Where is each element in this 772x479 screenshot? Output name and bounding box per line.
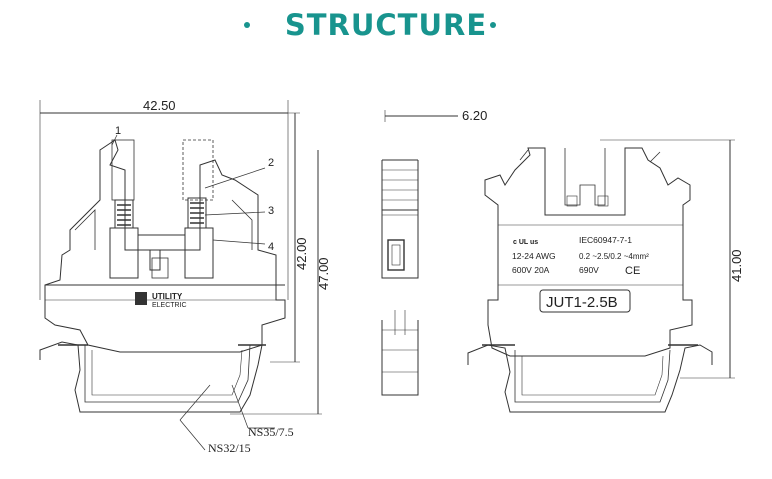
busbar — [138, 234, 186, 271]
model-number: JUT1-2.5B — [546, 294, 618, 311]
voltage-rating: 690V — [579, 265, 599, 275]
side-foot-slot — [382, 349, 419, 373]
front-din-foot — [39, 341, 263, 413]
screw-thread-left — [117, 204, 131, 226]
busbar-window — [151, 257, 169, 279]
rear-rail-outer — [514, 349, 671, 403]
wire-channel-right — [182, 139, 214, 201]
callout-3: 3 — [268, 205, 274, 217]
logo-line-1: UTILITY — [152, 292, 183, 301]
rear-housing — [484, 147, 693, 357]
screw-thread-right — [190, 202, 204, 224]
callout-leader-2 — [204, 167, 266, 189]
callout-leader-1 — [111, 134, 118, 146]
rating-label: c UL us IEC60947-7-1 12-24 AWG 0.2 ~2.5/… — [512, 235, 649, 277]
callout-1: 1 — [115, 125, 121, 137]
rail-label-1: NS35/7.5 — [248, 425, 294, 439]
iec-standard: IEC60947-7-1 — [579, 235, 632, 245]
side-window — [387, 239, 405, 271]
wire-sizes: 0.2 ~2.5/0.2 ~4mm² — [579, 252, 649, 261]
front-view: 42.50 42.00 47.00 UTILITY ELEC — [39, 98, 331, 455]
rear-top-slot — [564, 148, 606, 206]
rail-leader-2 — [179, 419, 206, 451]
callout-2: 2 — [268, 157, 274, 169]
page-title: STRUCTURE — [284, 8, 488, 42]
front-tab-right — [231, 199, 253, 250]
brand-logo: UTILITY ELECTRIC — [135, 292, 187, 309]
header-dot-right — [490, 22, 496, 28]
logo-line-2: ELECTRIC — [152, 302, 187, 309]
rail-leader-1 — [231, 384, 249, 429]
callout-4: 4 — [268, 241, 274, 253]
side-body-lines — [382, 214, 418, 279]
side-foot-detail — [382, 310, 418, 335]
callout-leader-3 — [204, 211, 266, 216]
current-rating: 600V 20A — [512, 265, 550, 275]
rear-height-dim: 41.00 — [729, 249, 744, 282]
model-plate — [539, 289, 631, 313]
rear-slot-square-left — [566, 195, 578, 207]
rail-leader-2b — [179, 384, 211, 421]
rail-label-2: NS32/15 — [208, 441, 251, 455]
clamp-left — [109, 227, 139, 279]
wire-channel-left — [111, 139, 135, 201]
side-width-dim: 6.20 — [462, 108, 487, 123]
rail-ns35 — [84, 344, 251, 403]
side-foot — [381, 320, 419, 396]
front-tab-left — [74, 209, 96, 250]
callout-leader-4 — [212, 239, 266, 245]
front-housing — [44, 139, 286, 353]
section-header: STRUCTURE — [0, 0, 772, 50]
logo-mark — [135, 292, 147, 305]
rear-rail-inner — [521, 355, 664, 396]
rear-view: 41.00 c UL us IEC60947-7-1 12-24 AWG 0.2… — [467, 139, 744, 413]
rail-ns32 — [91, 349, 243, 396]
rear-slot-square-right — [597, 195, 609, 207]
awg-range: 12-24 AWG — [512, 251, 556, 261]
ce-mark: CE — [625, 265, 640, 277]
ul-mark: c UL us — [513, 239, 538, 246]
side-hatch — [382, 169, 418, 201]
rear-notches — [519, 149, 661, 163]
front-width-dim: 42.50 — [143, 98, 176, 113]
front-height-inner-dim: 42.00 — [294, 237, 309, 270]
side-view: 6.20 — [381, 108, 487, 396]
header-dot-left — [244, 22, 250, 28]
clamp-right — [184, 227, 214, 279]
front-height-outer-dim: 47.00 — [316, 257, 331, 290]
side-window-inner — [391, 244, 401, 266]
